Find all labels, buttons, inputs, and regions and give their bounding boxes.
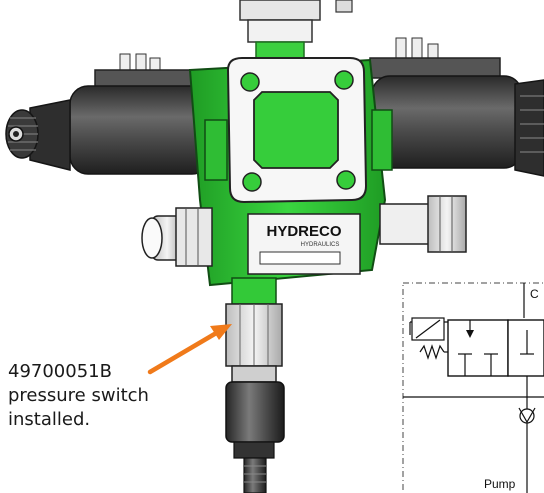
pressure-switch <box>225 277 285 493</box>
top-bracket <box>335 0 353 13</box>
cover-plate <box>226 57 368 204</box>
cover-bolt-bl <box>242 172 262 192</box>
nameplate: HYDRECO HYDRAULICS <box>247 213 361 275</box>
pressure-switch-callout: 49700051B pressure switch installed. <box>8 360 228 432</box>
callout-part-number: 49700051B <box>8 361 112 382</box>
right-solenoid-knob-ribs <box>520 95 544 153</box>
hydraulic-schematic: C Pump <box>402 282 544 493</box>
left-solenoid <box>5 53 211 175</box>
left-port-fitting <box>141 207 213 267</box>
top-fitting <box>239 0 321 63</box>
callout-description: pressure switch <box>8 385 149 406</box>
schematic-spring <box>419 344 445 360</box>
brand-subtitle: HYDRAULICS <box>301 242 340 248</box>
schematic-spool-box-2 <box>507 319 544 377</box>
cover-bolt-tl <box>240 72 260 92</box>
right-port-fitting <box>379 195 467 253</box>
callout-status: installed. <box>8 409 91 430</box>
callout-arrow <box>147 324 232 375</box>
schematic-pump-label: Pump <box>484 477 516 491</box>
brand-logo: HYDRECO <box>266 223 341 240</box>
cover-bolt-br <box>336 170 356 190</box>
schematic-port-c-label: C <box>530 287 539 301</box>
cover-bolt-tr <box>334 70 354 90</box>
schematic-spool-box-1 <box>447 319 509 377</box>
right-solenoid <box>369 37 544 177</box>
